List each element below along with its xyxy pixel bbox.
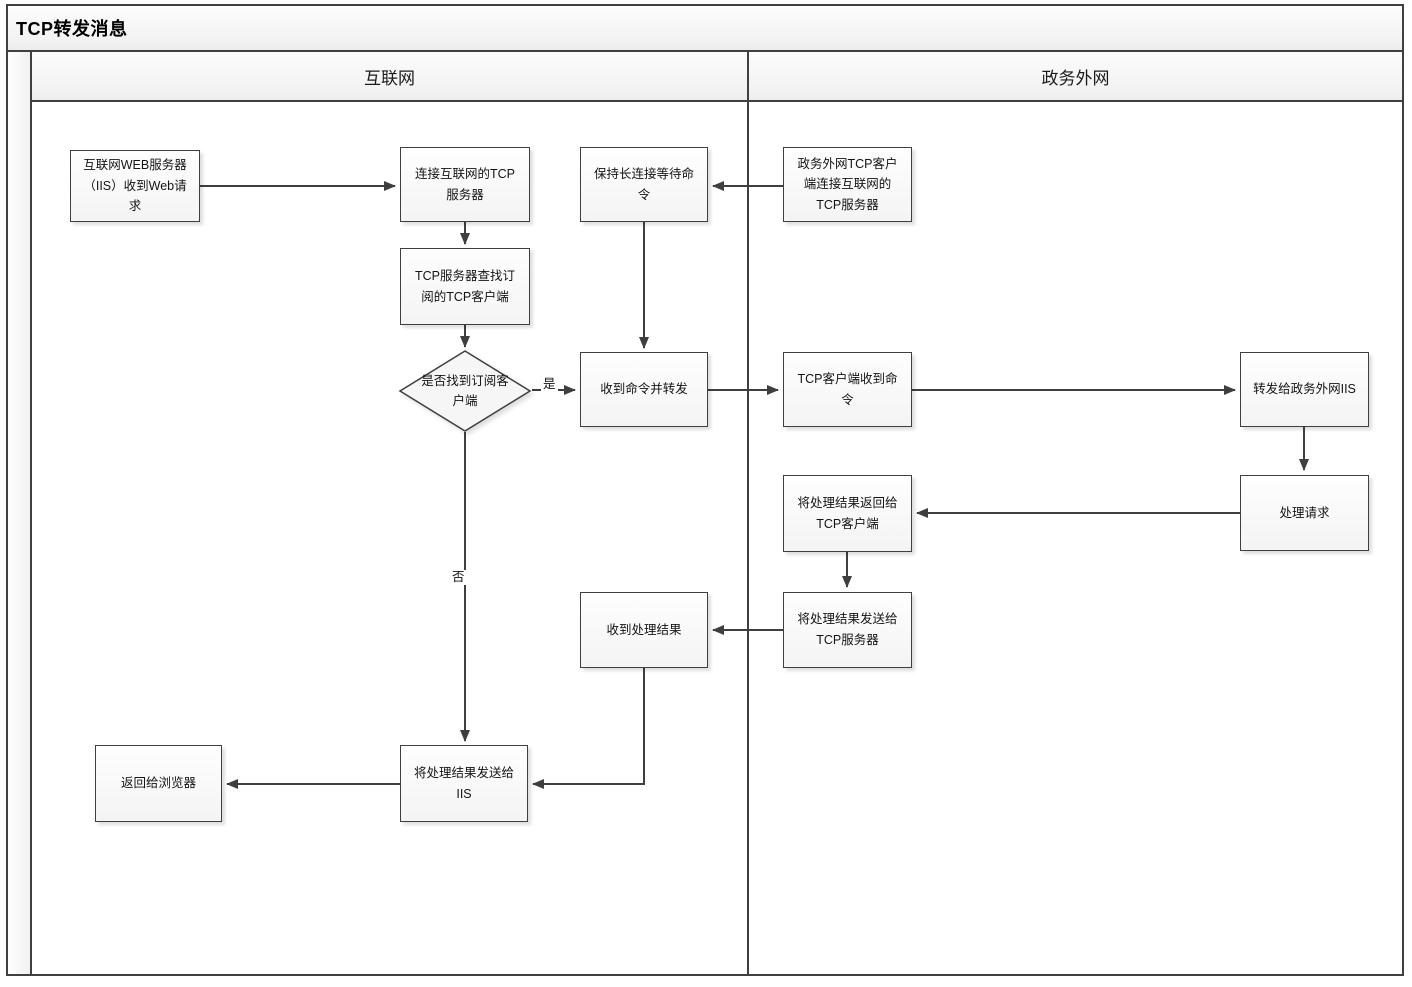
lane-internet-body	[32, 102, 747, 974]
lane-gov-header: 政务外网	[749, 52, 1402, 102]
node-recv-result: 收到处理结果	[580, 592, 708, 668]
lane-internet-label: 互联网	[364, 68, 415, 88]
node-client-recv-cmd: TCP客户端收到命令	[783, 352, 912, 427]
phase-strip	[8, 52, 32, 974]
node-forward-gov-iis: 转发给政务外网IIS	[1240, 352, 1369, 427]
node-send-to-iis: 将处理结果发送给IIS	[400, 745, 528, 822]
lane-gov-label: 政务外网	[1041, 68, 1110, 88]
swimlane-frame: TCP转发消息 互联网 政务外网	[6, 4, 1404, 976]
node-web-server: 互联网WEB服务器（IIS）收到Web请求	[70, 150, 200, 222]
node-gov-connect: 政务外网TCP客户端连接互联网的TCP服务器	[783, 147, 912, 222]
node-send-tcp-server: 将处理结果发送给TCP服务器	[783, 592, 912, 668]
lane-internet: 互联网	[32, 52, 749, 974]
node-return-result: 将处理结果返回给TCP客户端	[783, 475, 912, 552]
edge-label-yes: 是	[541, 377, 558, 392]
lane-internet-header: 互联网	[32, 52, 747, 102]
diagram-title: TCP转发消息	[16, 19, 128, 39]
node-decision-found-label: 是否找到订阅客户端	[421, 374, 509, 408]
node-keep-alive: 保持长连接等待命令	[580, 147, 708, 222]
edge-label-no: 否	[450, 570, 467, 585]
node-connect-tcp: 连接互联网的TCP服务器	[400, 147, 530, 222]
node-return-browser: 返回给浏览器	[95, 745, 222, 822]
node-find-client: TCP服务器查找订阅的TCP客户端	[400, 248, 530, 325]
diagram-title-bar: TCP转发消息	[8, 6, 1402, 52]
node-handle-request: 处理请求	[1240, 475, 1369, 551]
swimlane-body: 互联网 政务外网	[8, 52, 1402, 974]
node-forward-cmd: 收到命令并转发	[580, 352, 708, 427]
node-decision-found: 是否找到订阅客户端	[398, 350, 532, 432]
